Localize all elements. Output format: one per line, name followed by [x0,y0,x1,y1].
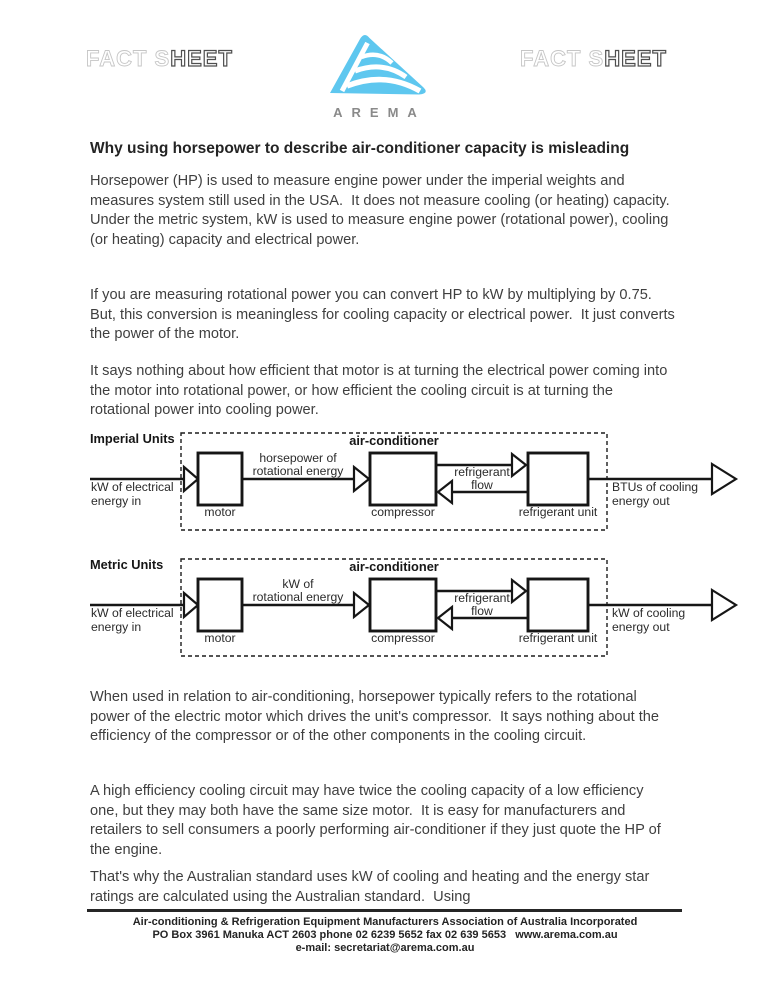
fact-sheet-heading-right: FACT SHEET [520,45,667,71]
footer-divider [87,909,682,912]
refrigerant-unit-label: refrigerant unit [519,505,598,519]
motor-label: motor [204,505,235,519]
svg-text:FACT SHEET: FACT SHEET [86,46,233,71]
footer-contact-line: PO Box 3961 Manuka ACT 2603 phone 02 623… [152,929,618,941]
refrigerant-unit-box [526,451,590,507]
air-conditioner-enclosure [180,432,608,531]
output-label-line1: kW of cooling [612,606,685,620]
paragraph-3: It says nothing about how efficient that… [90,363,672,418]
motor-label: motor [204,631,235,645]
footer-association-line: Air-conditioning & Refrigeration Equipme… [132,916,638,928]
paragraph-6: That's why the Australian standard uses … [90,869,654,905]
output-label-line2: energy out [612,494,670,508]
shaft-label-line2: rotational energy [253,464,345,478]
diagram-imperial-units: Imperial Units air-conditioner kW of ele… [90,431,739,531]
paragraph-1: Horsepower (HP) is used to measure engin… [90,173,678,248]
arema-wordmark: AREMA [333,105,426,120]
enclosure-label: air-conditioner [349,559,439,574]
motor-box [196,577,244,633]
arrow-right-icon [710,588,739,622]
page-title: Why using horsepower to describe air-con… [90,140,630,157]
arrow-right-icon [352,464,371,494]
flow-label-line1: refrigerant [454,591,510,605]
shaft-label-line1: horsepower of [259,451,337,465]
input-label-line2: energy in [91,620,141,634]
compressor-box [368,451,438,507]
arrow-right-icon [352,590,371,620]
arrow-right-icon [510,451,528,479]
arrow-right-icon [182,590,200,620]
motor-box [196,451,244,507]
input-label-line1: kW of electrical [91,606,174,620]
flow-label-line2: flow [471,604,493,618]
footer: Air-conditioning & Refrigeration Equipme… [85,916,685,955]
paragraph-5: A high efficiency cooling circuit may ha… [90,783,665,858]
footer-email-line: e-mail: secretariat@arema.com.au [295,942,475,954]
fact-sheet-heading-left: FACT SHEET [86,45,233,71]
paragraph-4: When used in relation to air-conditionin… [90,689,664,744]
fact-sheet-right-light: FACT S [520,46,604,71]
shaft-label-line2: rotational energy [253,590,345,604]
arrow-left-icon [436,604,454,632]
flow-label-line1: refrigerant [454,465,510,479]
input-label-line1: kW of electrical [91,480,174,494]
diagram-metric-units: Metric Units air-conditioner kW of elect… [90,557,739,657]
compressor-label: compressor [371,505,435,519]
arema-pyramid-icon [330,34,426,95]
refrigerant-unit-box [526,577,590,633]
output-label-line1: BTUs of cooling [612,480,698,494]
fact-sheet-left-light: FACT S [86,46,170,71]
fact-sheet-left-dark: HEET [170,46,233,71]
paragraph-2: If you are measuring rotational power yo… [90,287,679,342]
fact-sheet-right-dark: HEET [604,46,667,71]
flow-label-line2: flow [471,478,493,492]
refrigerant-unit-label: refrigerant unit [519,631,598,645]
units-label: Metric Units [90,557,163,572]
units-label: Imperial Units [90,431,175,446]
arrow-right-icon [510,577,528,605]
input-label-line2: energy in [91,494,141,508]
arrow-right-icon [710,462,739,496]
compressor-box [368,577,438,633]
shaft-label-line1: kW of [282,577,314,591]
arema-logo: AREMA [319,30,431,120]
output-label-line2: energy out [612,620,670,634]
enclosure-label: air-conditioner [349,433,439,448]
svg-text:FACT SHEET: FACT SHEET [520,46,667,71]
arrow-left-icon [436,478,454,506]
air-conditioner-enclosure [180,558,608,657]
compressor-label: compressor [371,631,435,645]
arrow-right-icon [182,464,200,494]
